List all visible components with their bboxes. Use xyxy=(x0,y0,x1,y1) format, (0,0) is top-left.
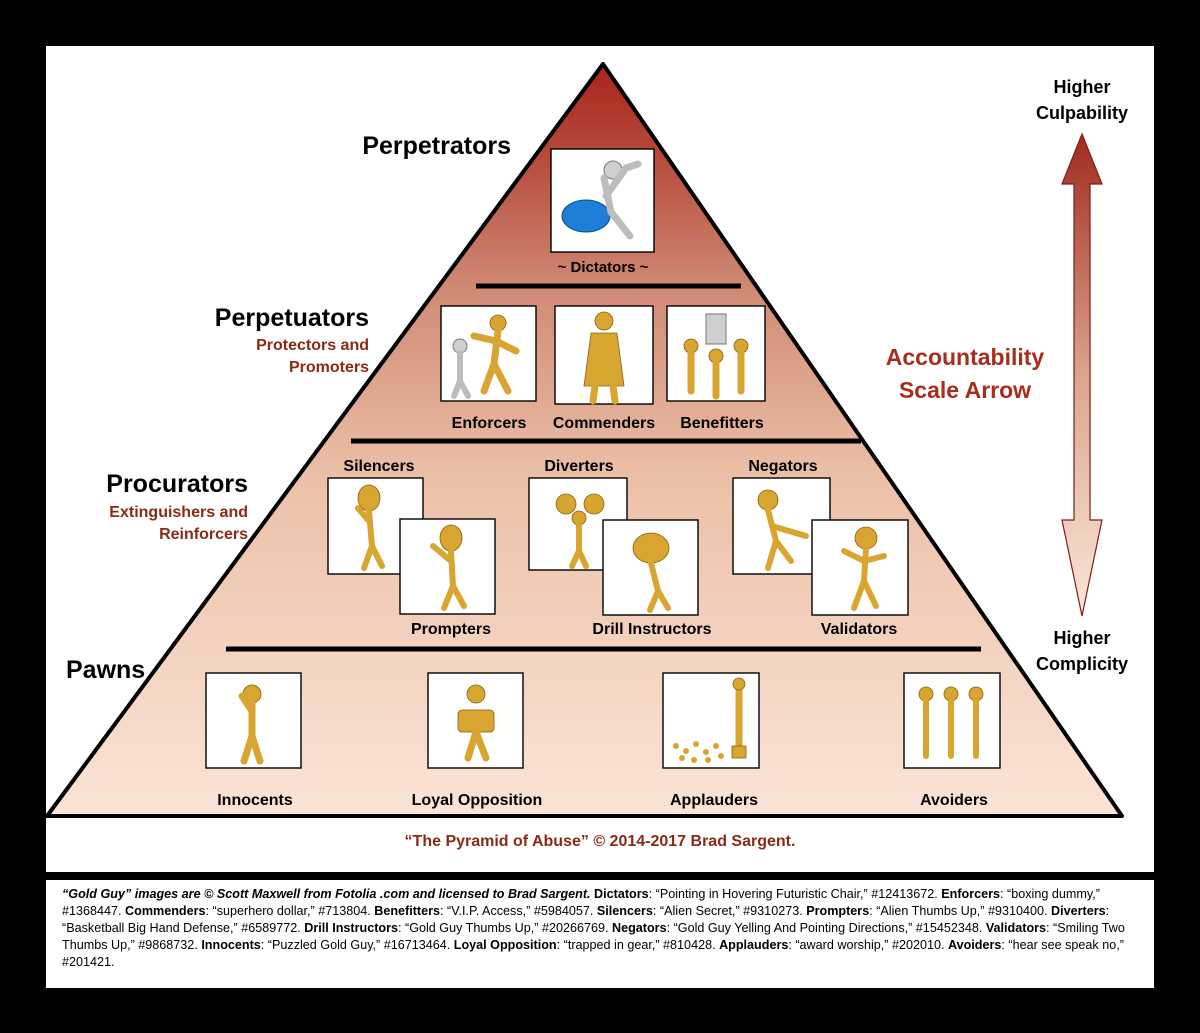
caption-avoiders: Avoiders xyxy=(920,792,988,809)
credit-segment: Silencers xyxy=(596,904,653,918)
credit-segment: : “Alien Thumbs Up,” #9310400. xyxy=(869,904,1051,918)
image-prompters xyxy=(399,518,496,615)
tier-label-procurators: Procurators xyxy=(106,470,248,498)
image-dictators xyxy=(550,148,655,253)
caption-drill-instructors: Drill Instructors xyxy=(592,621,711,638)
scale-bottom-line1: Higher xyxy=(1053,628,1110,648)
credit-segment: Benefitters xyxy=(374,904,441,918)
credit-segment: Dictators xyxy=(590,887,649,901)
image-validators xyxy=(811,519,909,616)
caption-applauders: Applauders xyxy=(670,792,758,809)
credit-segment: : “Gold Guy Yelling And Pointing Directi… xyxy=(666,921,986,935)
credit-segment: Commenders xyxy=(125,904,206,918)
tier-label-perpetuators: Perpetuators xyxy=(215,304,369,332)
credit-segment: “Gold Guy” images are © Scott Maxwell fr… xyxy=(62,887,591,901)
caption-dictators: ~ Dictators ~ xyxy=(558,259,649,276)
image-commenders xyxy=(554,305,654,405)
tier-label-perpetrators: Perpetrators xyxy=(362,132,511,160)
image-applauders xyxy=(662,672,760,769)
image-benefitters xyxy=(666,305,766,402)
tier-sublabel-procurators-1: Extinguishers and xyxy=(109,504,248,521)
image-credits: “Gold Guy” images are © Scott Maxwell fr… xyxy=(46,880,1154,988)
image-loyal-opposition xyxy=(427,672,524,769)
caption-loyal-opposition: Loyal Opposition xyxy=(412,792,543,809)
credit-segment: Validators xyxy=(985,921,1047,935)
credit-segment: Drill Instructors xyxy=(304,921,399,935)
credit-segment: Innocents xyxy=(201,938,261,952)
credit-segment: : “Puzzled Gold Guy,” #16713464. xyxy=(260,938,454,952)
image-enforcers xyxy=(440,305,537,402)
accountability-scale-arrow xyxy=(1061,132,1103,617)
caption-commenders: Commenders xyxy=(553,415,655,432)
credit-segment: : “Gold Guy Thumbs Up,” #20266769. xyxy=(398,921,612,935)
caption-diverters: Diverters xyxy=(544,458,613,475)
credit-segment: Avoiders xyxy=(947,938,1002,952)
caption-innocents: Innocents xyxy=(217,792,293,809)
credit-segment: : “V.I.P. Access,” #5984057. xyxy=(440,904,597,918)
diagram-panel: Perpetrators Perpetuators Protectors and… xyxy=(46,46,1154,872)
credit-segment: Prompters xyxy=(806,904,870,918)
scale-top-line2: Culpability xyxy=(1036,103,1128,123)
credit-segment: : “Basketball Big Hand Defense,” #658977… xyxy=(62,904,1110,935)
caption-silencers: Silencers xyxy=(343,458,414,475)
credit-segment: Negators xyxy=(612,921,667,935)
image-avoiders xyxy=(903,672,1001,769)
credit-segment: : “award worship,” #202010. xyxy=(788,938,948,952)
caption-enforcers: Enforcers xyxy=(452,415,527,432)
image-innocents xyxy=(205,672,302,769)
credit-segment: Diverters xyxy=(1051,904,1106,918)
caption-benefitters: Benefitters xyxy=(680,415,764,432)
tier-sublabel-procurators-2: Reinforcers xyxy=(159,526,248,543)
credit-segment: : “Smiling Two Thumbs Up,” #9868732. xyxy=(62,921,1125,952)
credit-segment: Enforcers xyxy=(941,887,1001,901)
caption-negators: Negators xyxy=(748,458,817,475)
credit-segment: Applauders xyxy=(719,938,789,952)
caption-validators: Validators xyxy=(821,621,898,638)
credit-segment: : “boxing dummy,” #1368447. xyxy=(62,887,1100,918)
image-drill-instructors xyxy=(602,519,699,616)
credit-segment: : “Pointing in Hovering Futuristic Chair… xyxy=(648,887,942,901)
accountability-label-line2: Scale Arrow xyxy=(899,377,1031,403)
scale-top-line1: Higher xyxy=(1053,77,1110,97)
copyright-line: “The Pyramid of Abuse” © 2014-2017 Brad … xyxy=(405,833,796,850)
credit-segment: : “trapped in gear,” #810428. xyxy=(556,938,720,952)
credit-segment: : “Alien Secret,” #9310273. xyxy=(652,904,807,918)
tier-sublabel-perpetuators-1: Protectors and xyxy=(256,337,369,354)
credit-segment: : “superhero dollar,” #713804. xyxy=(205,904,375,918)
credit-segment: Loyal Opposition xyxy=(453,938,557,952)
credit-segment: : “hear see speak no,” #201421. xyxy=(62,938,1124,969)
accountability-label-line1: Accountability xyxy=(886,344,1045,370)
caption-prompters: Prompters xyxy=(411,621,491,638)
tier-sublabel-perpetuators-2: Promoters xyxy=(289,359,369,376)
tier-label-pawns: Pawns xyxy=(66,656,145,684)
pyramid-of-abuse-diagram: Perpetrators Perpetuators Protectors and… xyxy=(46,62,1128,850)
scale-bottom-line2: Complicity xyxy=(1036,654,1128,674)
